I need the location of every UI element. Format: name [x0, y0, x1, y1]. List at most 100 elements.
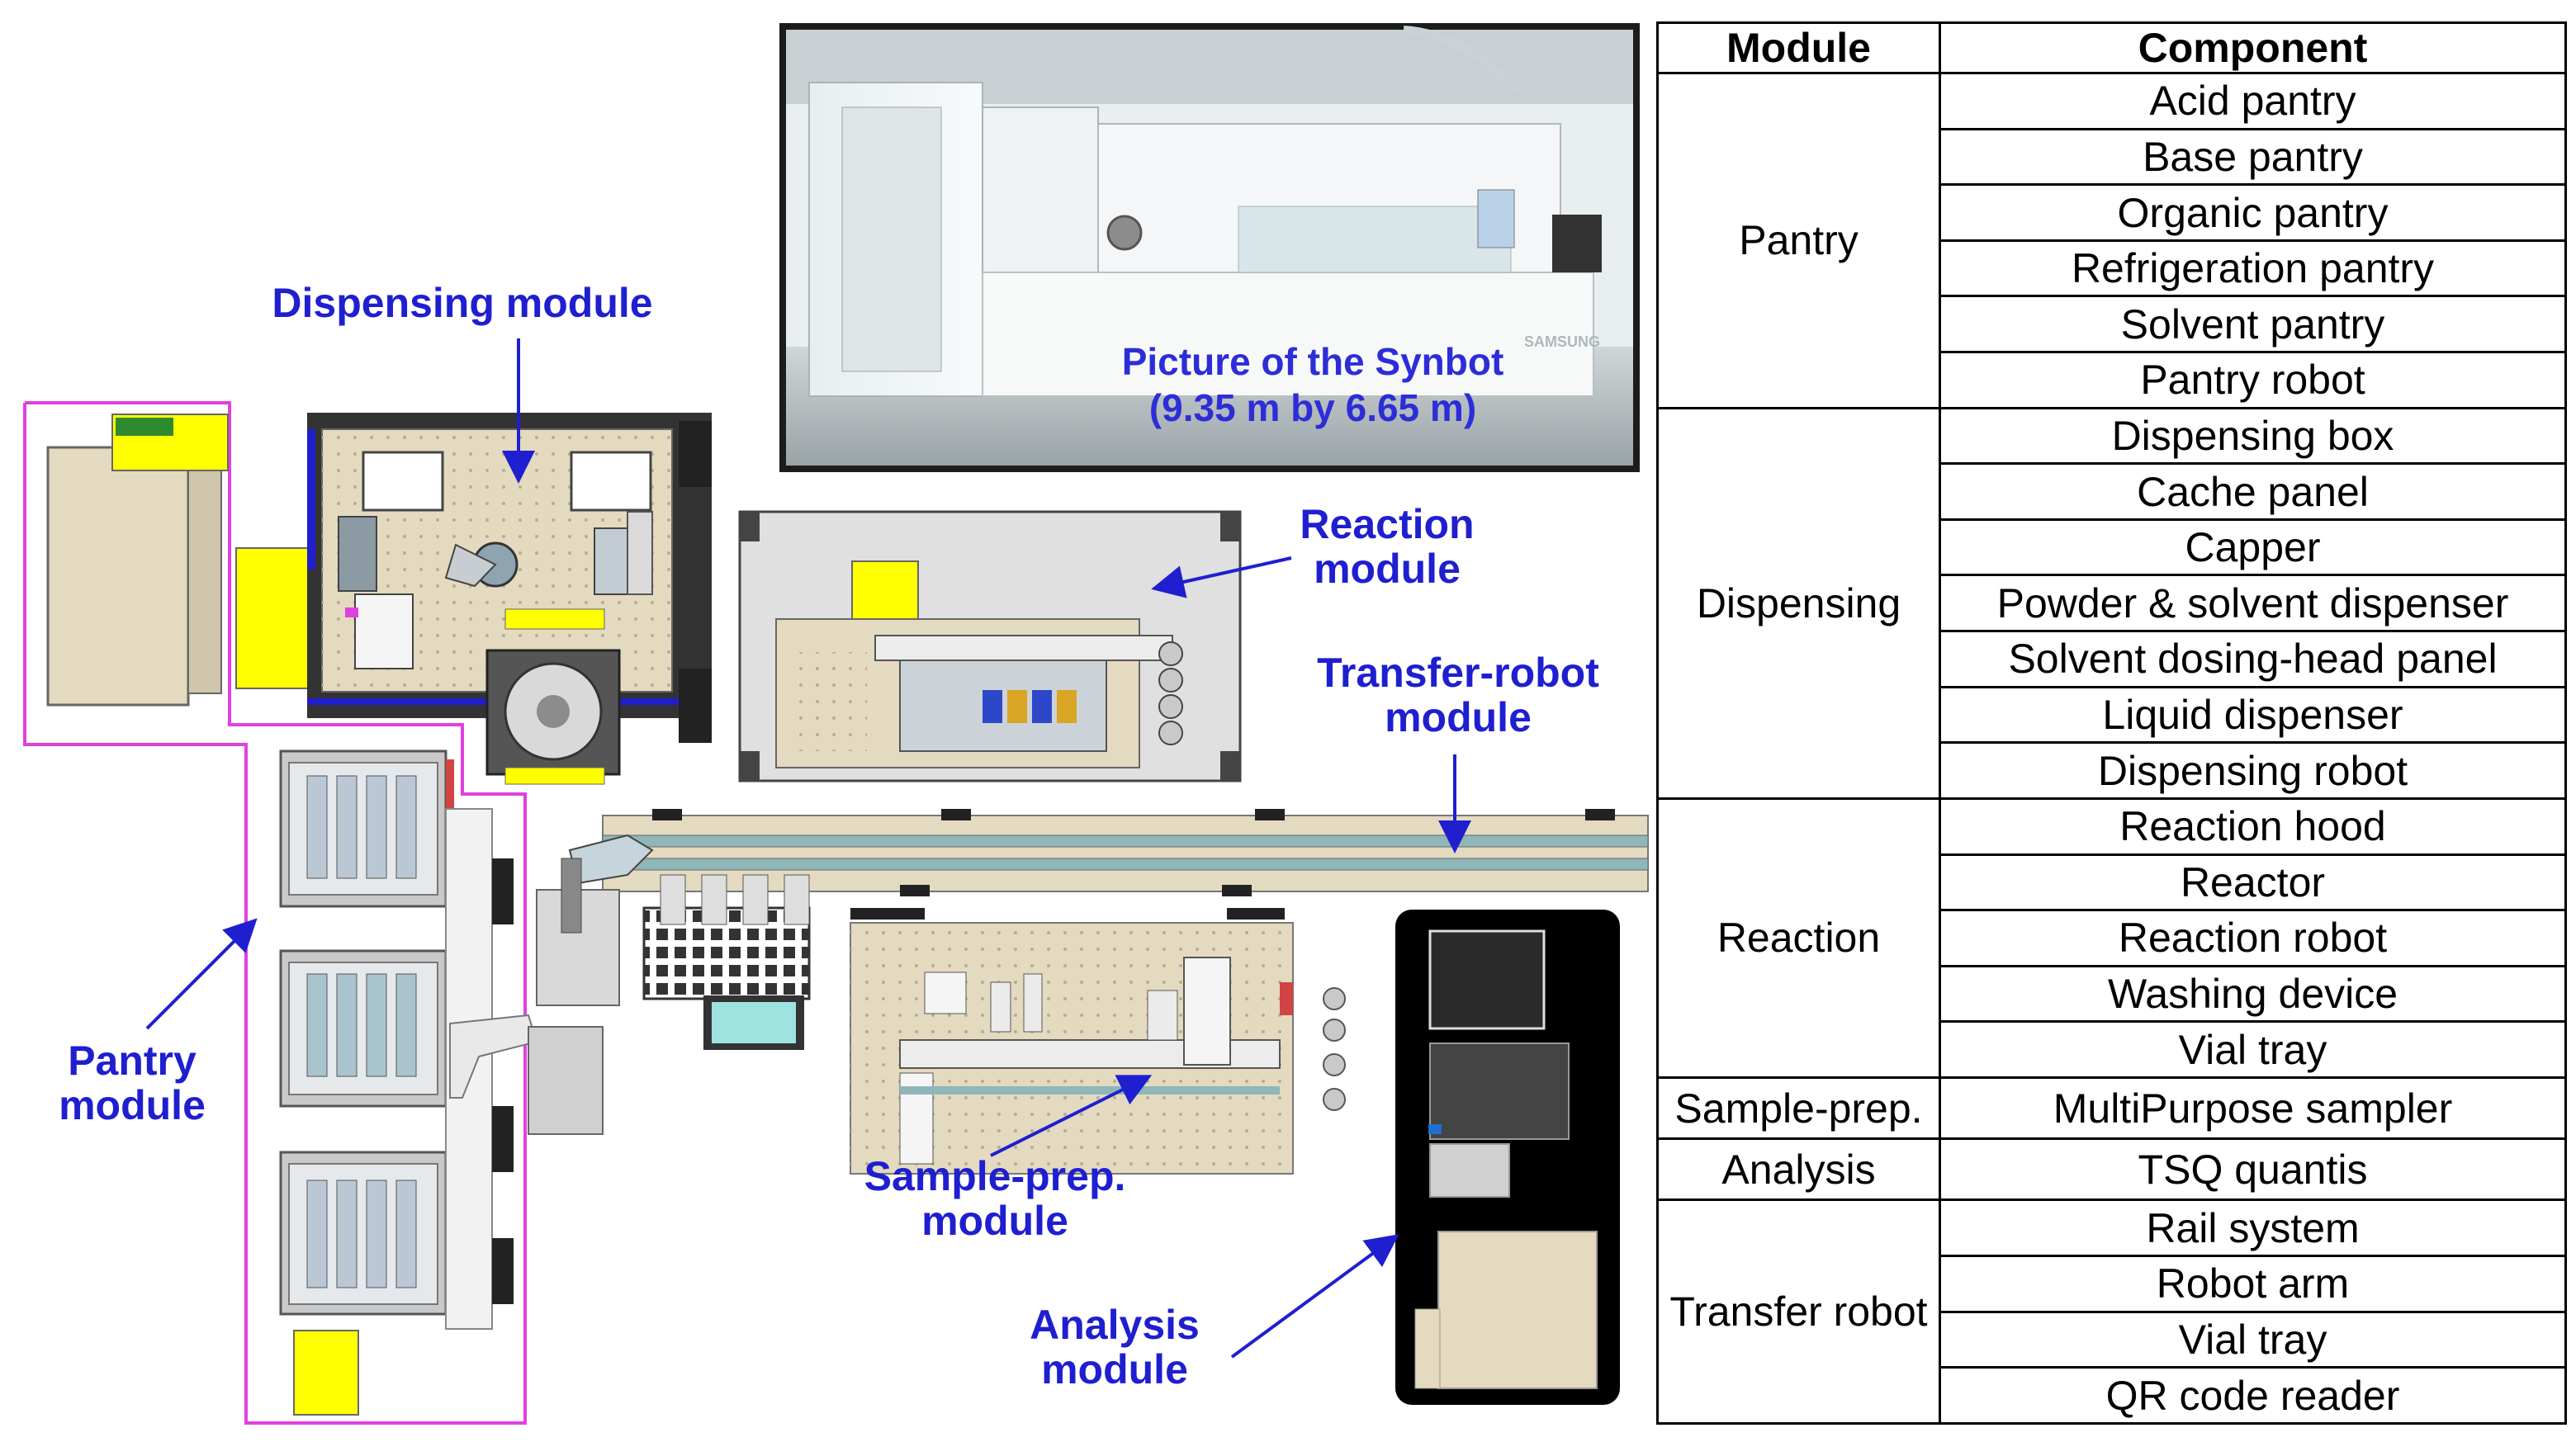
layout-drawing: SAMSUNG [23, 23, 1649, 1425]
component-cell: Capper [1939, 518, 2567, 577]
pantry-green-label [116, 418, 173, 436]
label-transfer-line1: Transfer-robot [1317, 650, 1599, 696]
component-cell: Reaction hood [1939, 797, 2567, 856]
table-row: Liquid dispenser [1658, 685, 2567, 745]
label-reaction-line1: Reaction [1300, 501, 1475, 547]
label-analysis-line2: module [1041, 1346, 1188, 1392]
label-transfer-robot-module: Transfer-robot module [1260, 650, 1656, 740]
dispensing-robot-arm [444, 543, 497, 588]
table-row: Solvent pantry [1658, 295, 2567, 354]
reaction-module-drawing [738, 510, 1242, 782]
analysis-arrow [1230, 1234, 1399, 1359]
table-row: Reactor [1658, 853, 2567, 912]
dispensing-balance-right [570, 451, 652, 512]
label-sampleprep-line2: module [921, 1198, 1068, 1244]
component-cell: Vial tray [1939, 1310, 2567, 1369]
label-dispensing-module: Dispensing module [239, 281, 685, 325]
table-row: Vial tray [1658, 1020, 2567, 1079]
dispensing-balance-left [362, 451, 444, 512]
transfer-robot-module-drawing [528, 809, 1649, 1135]
table-row: Cache panel [1658, 462, 2567, 521]
component-cell: Acid pantry [1939, 72, 2567, 130]
photo-caption: Picture of the Synbot (9.35 m by 6.65 m) [941, 338, 1684, 431]
table-row: Refrigeration pantry [1658, 239, 2567, 298]
photo-brand-text: SAMSUNG [1524, 333, 1600, 350]
pantry-rack-2 [279, 949, 454, 1108]
label-analysis-module: Analysis module [991, 1303, 1238, 1392]
pantry-cabinet-side [187, 470, 222, 694]
pantry-outline [23, 401, 527, 1425]
component-cell: Rail system [1939, 1199, 2567, 1258]
analysis-cabinet [1437, 1231, 1598, 1389]
dispensing-blue-rail [307, 429, 315, 570]
module-cell: Analysis [1656, 1137, 1941, 1202]
module-cell: Dispensing [1656, 406, 1941, 800]
label-sampleprep-line1: Sample-prep. [864, 1153, 1126, 1199]
table-row: Capper [1658, 518, 2567, 577]
component-cell: Vial tray [1939, 1020, 2567, 1079]
label-pantry-module: Pantry module [33, 1038, 231, 1128]
table-row: Base pantry [1658, 127, 2567, 187]
dispensing-module-drawing [307, 413, 712, 785]
tsq-quantis-middle [1429, 1042, 1570, 1140]
header-module: Module [1656, 21, 1941, 74]
component-cell: Cache panel [1939, 462, 2567, 521]
reaction-yellow-panel [851, 560, 919, 623]
pantry-rack-1 [279, 749, 454, 908]
label-reaction-line2: module [1314, 546, 1461, 592]
module-cell: Sample-prep. [1656, 1076, 1941, 1141]
pantry-rack-3 [279, 1151, 447, 1316]
module-cell: Transfer robot [1656, 1199, 1941, 1425]
reaction-robot-gantry [874, 635, 1173, 661]
label-pantry-line2: module [59, 1082, 206, 1128]
pantry-robot-arm [449, 1014, 538, 1099]
component-cell: Pantry robot [1939, 351, 2567, 409]
table-row: Solvent dosing-head panel [1658, 630, 2567, 688]
component-cell: Base pantry [1939, 127, 2567, 187]
table-row: Organic pantry [1658, 183, 2567, 242]
table-row: QR code reader [1658, 1366, 2567, 1425]
analysis-module-drawing [1395, 910, 1620, 1405]
sampleprep-arrow [990, 1075, 1153, 1157]
module-cell: Pantry [1656, 72, 1941, 409]
table-row: Reaction robot [1658, 909, 2567, 967]
component-cell: Refrigeration pantry [1939, 239, 2567, 298]
dispensing-panel [338, 516, 377, 592]
pantry-module-drawing [23, 401, 538, 1425]
table-row: Dispensing robot [1658, 741, 2567, 800]
photo-caption-line1: Picture of the Synbot [1121, 340, 1504, 383]
reaction-arrow [1151, 556, 1292, 598]
component-cell: Washing device [1939, 964, 2567, 1024]
pantry-cabinet [46, 446, 190, 707]
component-cell: MultiPurpose sampler [1939, 1076, 2567, 1141]
header-component: Component [1939, 21, 2567, 74]
module-cell: Reaction [1656, 797, 1941, 1079]
table-row: Sample-prep.MultiPurpose sampler [1656, 1076, 2567, 1141]
component-cell: Liquid dispenser [1939, 685, 2567, 745]
table-row: Robot arm [1658, 1255, 2567, 1313]
component-cell: Solvent pantry [1939, 295, 2567, 354]
label-sampleprep-module: Sample-prep. module [826, 1154, 1164, 1243]
label-pantry-line1: Pantry [68, 1038, 197, 1084]
component-cell: Robot arm [1939, 1255, 2567, 1313]
component-cell: Dispensing box [1939, 406, 2567, 466]
transfer-rail-system [602, 815, 1649, 892]
label-transfer-line2: module [1385, 694, 1532, 740]
table-row: Pantry robot [1658, 351, 2567, 409]
table-row: Washing device [1658, 964, 2567, 1024]
sampleprep-module-drawing [850, 908, 1346, 1175]
label-dispensing-text: Dispensing module [272, 280, 653, 326]
tsq-quantis-top [1428, 929, 1546, 1030]
component-cell: Organic pantry [1939, 183, 2567, 242]
pantry-yellow-block-mid [235, 547, 315, 689]
component-cell: Powder & solvent dispenser [1939, 574, 2567, 633]
table-row: Powder & solvent dispenser [1658, 574, 2567, 633]
pantry-yellow-block-bottom [293, 1330, 359, 1416]
label-analysis-line1: Analysis [1030, 1302, 1200, 1348]
